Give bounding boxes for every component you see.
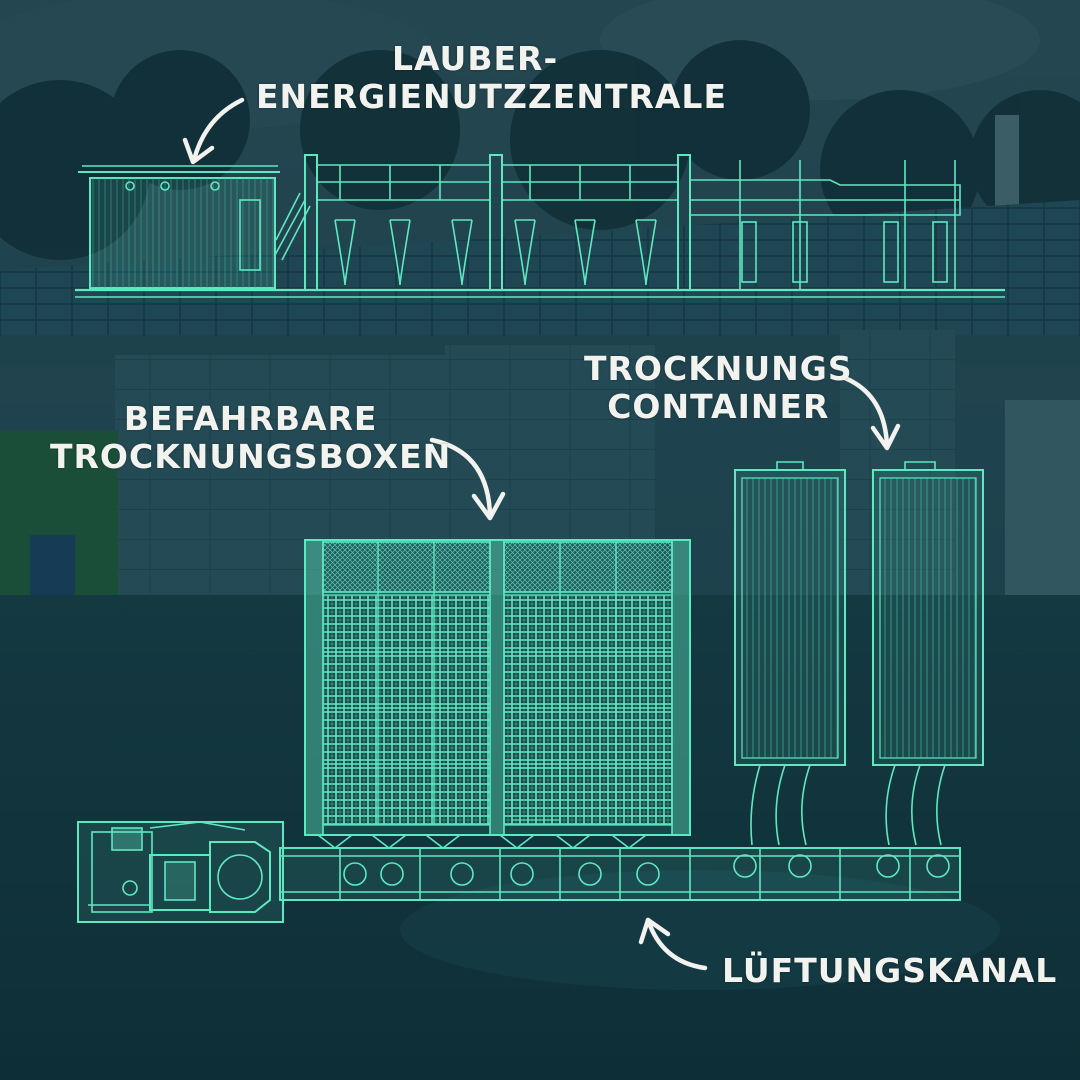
- label-ventilation-duct-line1: LÜFTUNGSKANAL: [722, 951, 1058, 990]
- label-ventilation-duct: LÜFTUNGSKANAL: [722, 952, 1057, 990]
- drying-containers-plan: [734, 461, 984, 846]
- drying-boxes-plan: [304, 539, 691, 850]
- ventilation-duct: [279, 847, 961, 901]
- label-drying-boxes-line1: BEFAHRBARE: [123, 399, 378, 438]
- label-energy-center-line2: ENERGIENUTZZENTRALE: [256, 77, 727, 116]
- label-drying-container: TROCKNUNGS CONTAINER: [584, 350, 853, 426]
- energy-center-building: [78, 165, 280, 289]
- label-drying-boxes-line2: TROCKNUNGSBOXEN: [50, 437, 452, 476]
- side-elevation: [75, 154, 1005, 298]
- drying-boxes-elevation: [304, 154, 691, 291]
- duct-valves: [343, 854, 950, 886]
- label-drying-container-line2: CONTAINER: [607, 387, 830, 426]
- label-energy-center-line1: LAUBER-: [392, 39, 559, 78]
- label-drying-container-line1: TROCKNUNGS: [584, 349, 853, 388]
- containers-elevation: [689, 160, 961, 290]
- label-drying-boxes: BEFAHRBARE TROCKNUNGSBOXEN: [50, 400, 451, 476]
- label-energy-center: LAUBER- ENERGIENUTZZENTRALE: [256, 40, 727, 116]
- energy-center-plan: [77, 821, 284, 923]
